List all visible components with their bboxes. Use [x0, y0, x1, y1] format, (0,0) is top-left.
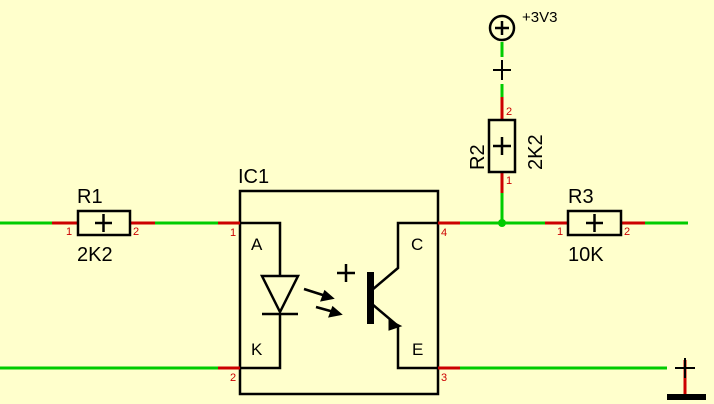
r2-ref-label: R2: [467, 144, 489, 170]
light-arrows-icon: [303, 287, 343, 318]
r1-ref-label: R1: [77, 186, 103, 208]
led-diode-icon: [259, 274, 301, 316]
r1-pin1-number: 1: [66, 226, 72, 238]
ic1-pin-label-cathode: K: [251, 340, 263, 359]
ic1-ref-label: IC1: [238, 166, 269, 188]
r3-ref-label: R3: [568, 186, 594, 208]
ic1-outline: [238, 189, 440, 396]
power-plus-icon: [488, 14, 516, 42]
ic1-pin4-number: 4: [441, 227, 447, 239]
ic1-pin-label-anode: A: [251, 235, 263, 254]
ground-symbol[interactable]: [667, 358, 706, 400]
r1-pin2-number: 2: [133, 226, 139, 238]
r1-value-label: 2K2: [77, 244, 113, 266]
wires: [0, 42, 688, 370]
r3-pin2-number: 2: [624, 226, 630, 238]
resistor-r3[interactable]: R3 10K 1 2: [545, 186, 645, 266]
ground-bar-icon: [667, 394, 706, 400]
ic1-pin-label-collector: C: [411, 235, 423, 254]
power-symbol[interactable]: +3V3: [488, 9, 557, 42]
r3-value-label: 10K: [568, 244, 604, 266]
r3-pin1-number: 1: [557, 226, 563, 238]
ic1-pin-label-emitter: E: [412, 340, 423, 359]
plus-marker-icon: [337, 264, 355, 282]
junction-dot: [498, 219, 506, 227]
r2-pin1-number: 1: [506, 175, 512, 187]
resistor-r1[interactable]: R1 2K2 1 2: [52, 186, 155, 266]
ic1-pin2-number: 2: [230, 372, 236, 384]
optocoupler-ic1[interactable]: IC1 1 2 4 3: [218, 166, 460, 396]
r2-pin2-number: 2: [506, 106, 512, 118]
junction-cross-icon: [493, 60, 511, 80]
power-net-label: +3V3: [522, 9, 557, 26]
phototransistor-icon: [367, 272, 403, 331]
ic1-pin3-number: 3: [441, 372, 447, 384]
ic1-internal-wiring: [240, 221, 438, 370]
ic1-pin1-number: 1: [230, 227, 236, 239]
r2-value-label: 2K2: [525, 134, 547, 170]
resistor-r2[interactable]: R2 2K2 2 1: [467, 97, 547, 193]
